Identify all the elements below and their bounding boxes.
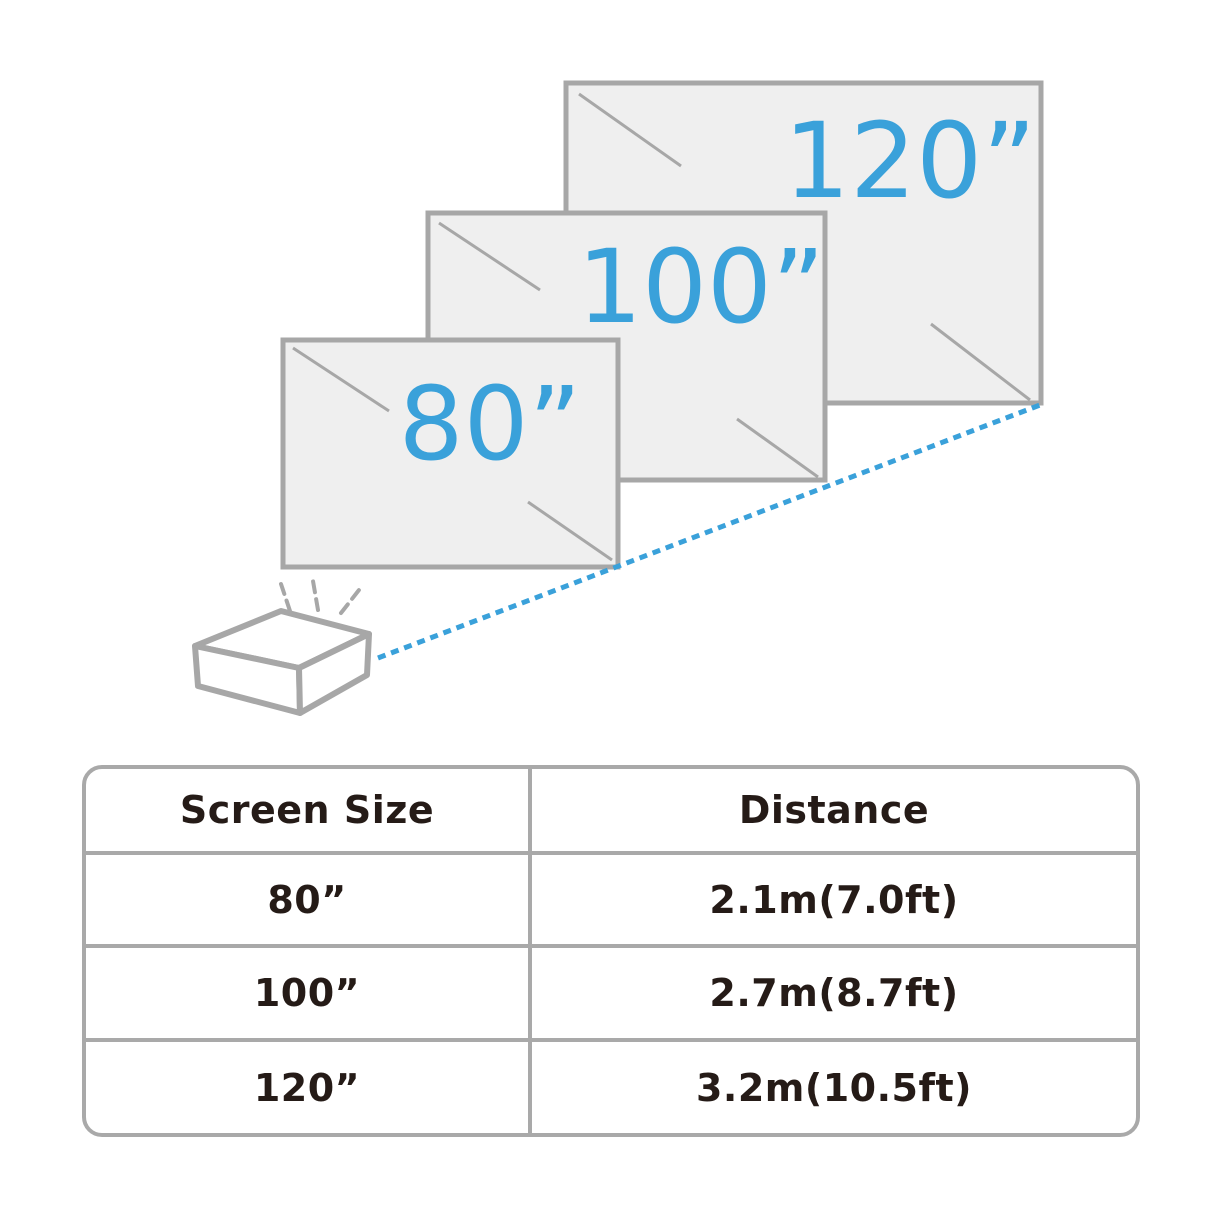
reflection-line [292,346,390,413]
light-rays-icon [279,579,361,615]
table-row-80-size: 80” [86,855,532,948]
screen-size-label-120: 120” [784,100,1036,222]
table-header-screen-size: Screen Size [86,769,532,855]
table-header-distance: Distance [532,769,1136,855]
reflection-line [438,221,541,292]
throw-distance-diagram: 80” 100” 120” [192,80,1044,716]
table-row-120-size: 120” [86,1042,532,1133]
table-row-80-distance: 2.1m(7.0ft) [532,855,1136,948]
table-row-120-distance: 3.2m(10.5ft) [695,1065,973,1110]
screen-size-label-80: 80” [399,365,582,484]
reflection-line [578,92,682,168]
table-row-100-size: 100” [86,948,532,1042]
projector-icon [192,579,372,716]
screen-size-distance-table: Screen Size Distance 80” 2.1m(7.0ft) 100… [82,765,1140,1137]
table-row-100-distance: 2.7m(8.7ft) [532,948,1136,1042]
screen-size-label-100: 100” [577,228,825,347]
reflection-line [930,322,1031,402]
reflection-line [527,500,613,562]
screen-80 [280,337,621,570]
throw-distance-beam [377,402,1041,661]
reflection-line [736,417,819,479]
